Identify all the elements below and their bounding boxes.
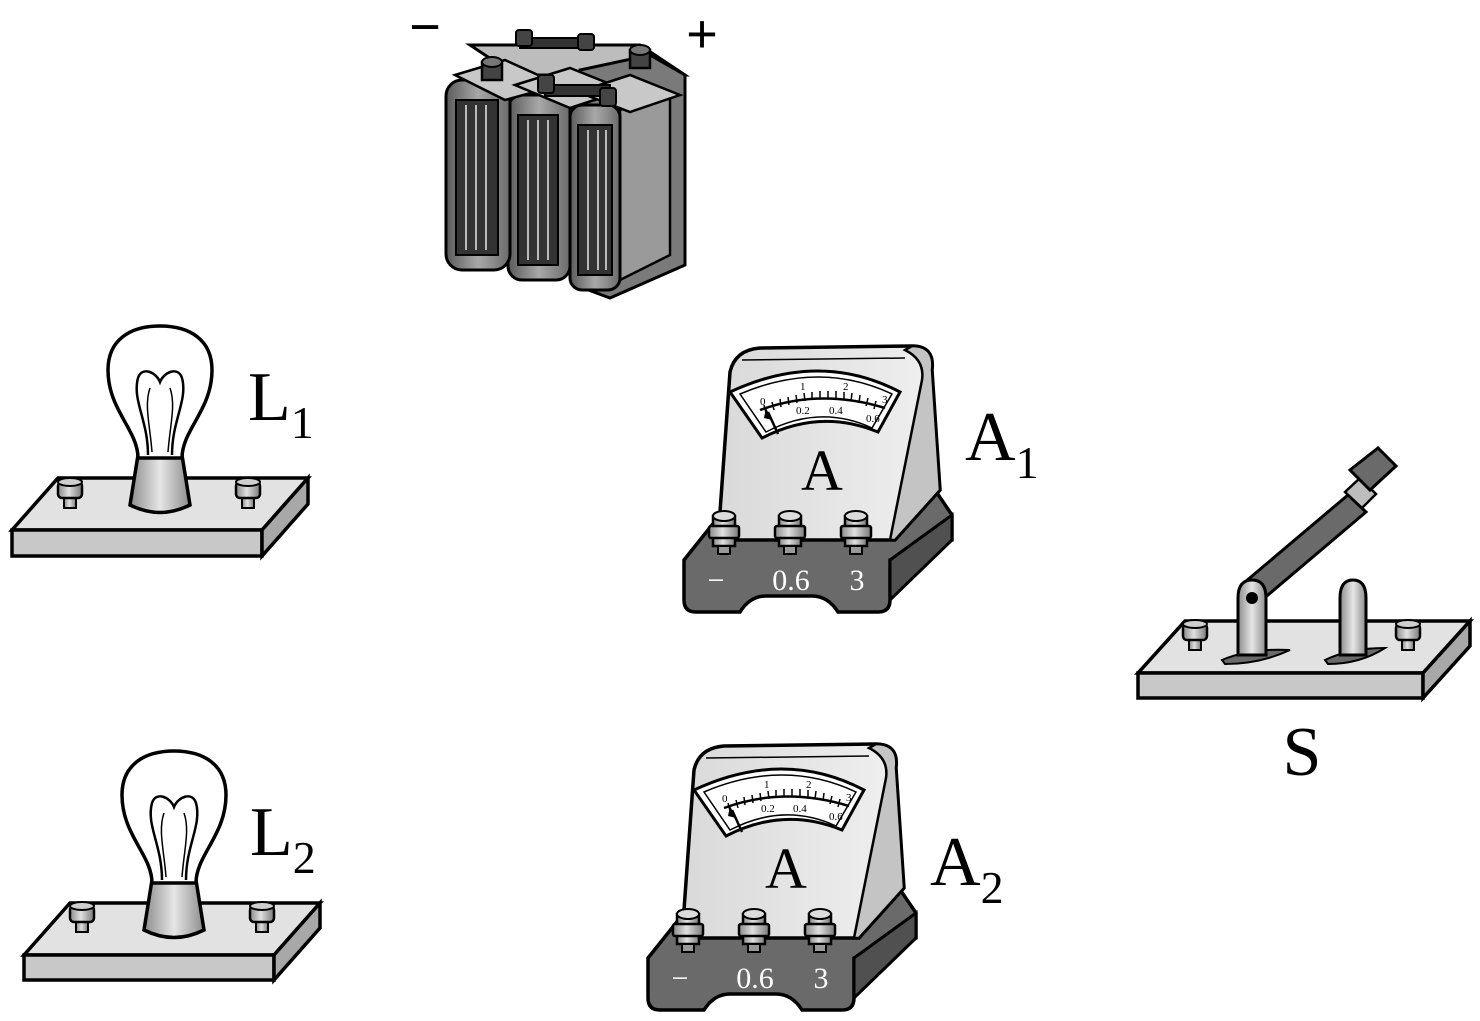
switch-handle[interactable] (1347, 445, 1399, 493)
switch-contact-clip (1338, 578, 1368, 657)
bulb-l1: L1 (8, 324, 314, 561)
battery-cell-2 (506, 93, 572, 282)
ammeter-a1-scale-1: 1 (800, 381, 806, 393)
ammeter-a1-scale-2: 2 (843, 381, 849, 393)
ammeter-a1-scale-06: 0.6 (866, 413, 880, 425)
battery-cell-3 (568, 53, 687, 300)
ammeter-a2-scale-06: 0.6 (829, 811, 843, 823)
battery-positive-terminal (628, 44, 652, 70)
bulb-l2: L2 (20, 749, 324, 985)
bulb-l2-label: L2 (250, 794, 316, 883)
ammeter-a1-terminal-label-negative: − (708, 564, 725, 597)
ammeter-a2-scale-02: 0.2 (761, 803, 775, 815)
ammeter-a2: 0 1 2 3 0.2 0.4 0.6 A − 0.6 3 A2 (646, 742, 1004, 1012)
ammeter-a1-face-letter: A (801, 438, 843, 503)
switch-pivot-icon (1246, 592, 1258, 604)
ammeter-a2-label: A2 (930, 824, 1004, 913)
ammeter-a2-face-letter: A (765, 836, 807, 901)
battery-cell-1 (444, 78, 512, 272)
bulb-l1-filament-icon (135, 370, 185, 456)
ammeter-a2-terminal-label-0-6: 0.6 (736, 962, 774, 995)
battery-plus-sign: + (686, 4, 718, 64)
ammeter-a1-scale-04: 0.4 (829, 405, 843, 417)
switch-s: S (1134, 445, 1474, 791)
ammeter-a1-terminal-label-0-6: 0.6 (772, 564, 810, 597)
bulb-l2-glass (120, 749, 228, 885)
ammeter-a1-label: A1 (965, 399, 1039, 488)
ammeter-a1-scale-02: 0.2 (796, 405, 810, 417)
ammeter-a2-scale-2: 2 (806, 779, 812, 791)
ammeter-a2-scale-3: 3 (846, 792, 852, 804)
ammeter-a1: 0 1 2 3 0.2 0.4 0.6 A − 0.6 3 A1 (682, 344, 1039, 614)
ammeter-a2-terminal-label-negative: − (672, 962, 689, 995)
switch-lever[interactable] (1242, 445, 1399, 603)
switch-label: S (1283, 714, 1322, 791)
battery: − + (409, 0, 718, 300)
battery-minus-sign: − (409, 0, 441, 57)
ammeter-a2-scale-04: 0.4 (793, 803, 807, 815)
bulb-l1-label: L1 (248, 359, 314, 448)
ammeter-a2-scale-0: 0 (722, 793, 728, 805)
bulb-l1-glass (106, 324, 214, 460)
ammeter-a1-scale-0: 0 (760, 396, 766, 408)
ammeter-a1-scale-3: 3 (882, 394, 888, 406)
ammeter-a2-scale-1: 1 (764, 779, 770, 791)
ammeter-a2-terminal-label-3: 3 (814, 962, 829, 995)
ammeter-a1-terminal-label-3: 3 (850, 564, 865, 597)
battery-negative-terminal (480, 56, 504, 82)
bulb-l2-filament-icon (149, 795, 199, 881)
